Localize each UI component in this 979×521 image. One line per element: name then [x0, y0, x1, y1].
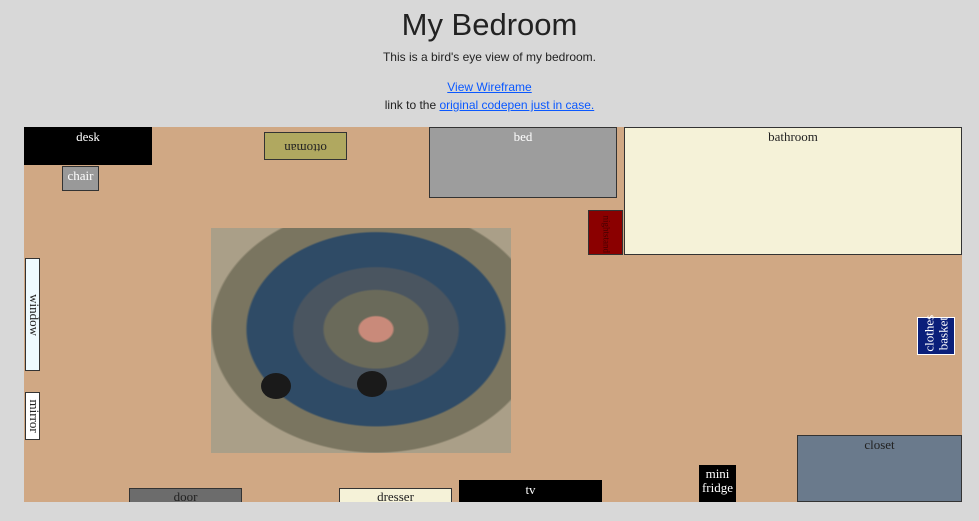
tv: tv [459, 480, 602, 502]
ottoman: ottoman [264, 132, 347, 160]
page-title: My Bedroom [401, 7, 578, 42]
clothes-basket-line1: clothes [921, 314, 937, 352]
bathroom: bathroom [624, 127, 962, 255]
window-label: window [27, 294, 43, 337]
seal-left-eye [261, 373, 291, 399]
mirror-label: mirror [27, 399, 43, 433]
codepen-line: link to the original codepen just in cas… [0, 98, 979, 112]
seal-right-eye [357, 371, 387, 397]
mirror: mirror [25, 392, 43, 440]
mini-fridge-line2: fridge [701, 480, 734, 496]
view-wireframe-link[interactable]: View Wireframe [447, 80, 532, 94]
door: door [129, 488, 242, 502]
nightstand: nightstand [588, 210, 623, 255]
clothes-basket-line2: basket [935, 317, 950, 351]
wireframe-line: View Wireframe [0, 80, 979, 94]
mini-fridge-line1: mini [705, 466, 730, 481]
chair: chair [62, 166, 99, 191]
window: window [25, 258, 43, 371]
bedroom-floor-plan: desk chair ottoman bed bathroom nightsta… [24, 127, 962, 502]
codepen-link[interactable]: original codepen just in case. [439, 98, 595, 112]
desk: desk [24, 127, 152, 165]
dresser: dresser [339, 488, 452, 502]
closet: closet [797, 435, 962, 502]
nightstand-label: nightstand [601, 215, 612, 253]
seal-photo [211, 228, 511, 453]
codepen-prefix: link to the [384, 98, 440, 112]
page-subtitle: This is a bird's eye view of my bedroom. [382, 50, 597, 64]
mini-fridge: mini fridge [699, 465, 736, 502]
bed: bed [429, 127, 617, 198]
